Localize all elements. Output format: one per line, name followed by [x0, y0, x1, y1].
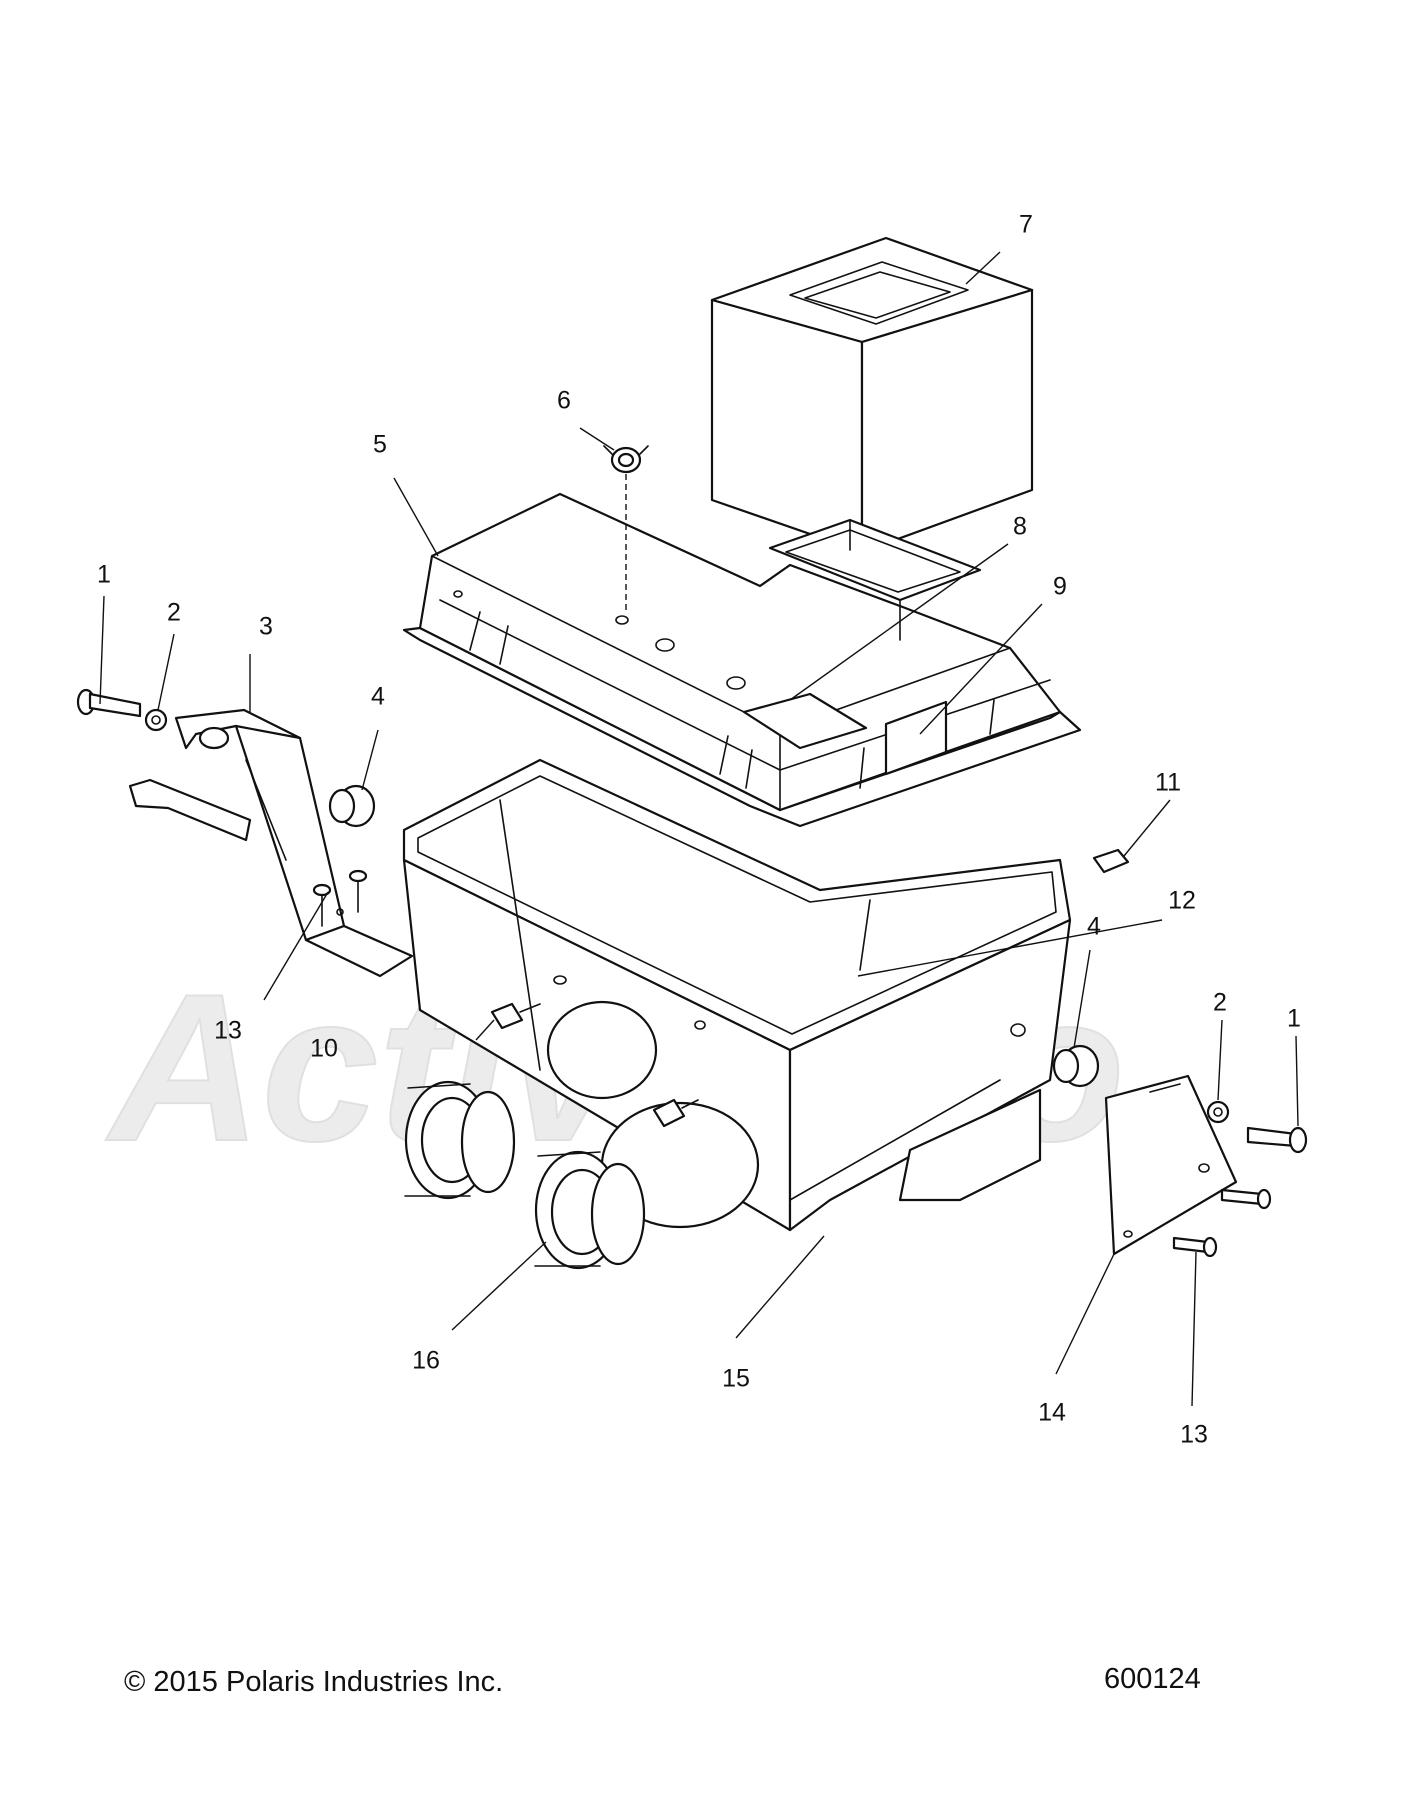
airbox-cover: [402, 492, 1082, 828]
screw-right-a: [1220, 1188, 1272, 1210]
drain-fitting-lower: [652, 1098, 699, 1128]
callout-7: 7: [1019, 211, 1033, 239]
screw-right-b: [1172, 1236, 1218, 1258]
left-mount-bracket: [128, 708, 414, 978]
bolt-right: [1246, 1126, 1308, 1154]
callout-13-left: 13: [214, 1017, 242, 1045]
drawing-number: 600124: [1104, 1663, 1201, 1695]
callout-2-left: 2: [167, 599, 181, 627]
callout-1-left: 1: [97, 561, 111, 589]
callout-14: 14: [1038, 1399, 1066, 1427]
callout-12: 12: [1168, 887, 1196, 915]
screw-left-b: [348, 869, 368, 913]
callout-5: 5: [373, 431, 387, 459]
callout-2-right: 2: [1213, 989, 1227, 1017]
callout-4-left: 4: [371, 683, 385, 711]
callout-10: 10: [310, 1035, 338, 1063]
air-filter-element: [710, 236, 1034, 554]
washer-left: [144, 708, 168, 732]
clip: [1092, 848, 1130, 874]
callout-4-right: 4: [1087, 913, 1101, 941]
decal-9: [884, 700, 948, 776]
airbox-base: [402, 758, 1072, 1232]
decal-8: [742, 692, 868, 750]
callout-9: 9: [1053, 573, 1067, 601]
callout-1-right: 1: [1287, 1005, 1301, 1033]
callout-15: 15: [722, 1365, 750, 1393]
callout-8: 8: [1013, 513, 1027, 541]
wing-nut: [603, 445, 649, 612]
grommet-left: [328, 784, 376, 828]
right-mount-bracket: [1104, 1074, 1238, 1256]
callout-11: 11: [1155, 769, 1181, 797]
copyright-text: © 2015 Polaris Industries Inc.: [124, 1666, 504, 1698]
boot-seal-lower: [534, 1150, 646, 1270]
screw-left-a: [312, 883, 332, 927]
boot-seal-upper: [404, 1080, 516, 1200]
callout-3: 3: [259, 613, 273, 641]
bolt-left: [76, 688, 142, 718]
callout-13-right: 13: [1180, 1421, 1208, 1449]
callout-6: 6: [557, 387, 571, 415]
drain-fitting-upper: [490, 1002, 541, 1030]
grommet-right: [1052, 1044, 1100, 1088]
callouts: 1 2 3 4 5 6 7 8 9 10 11 12 13 4 2 1 16 1…: [97, 211, 1301, 1449]
callout-16: 16: [412, 1347, 440, 1375]
leader-lines: [99, 251, 1299, 1407]
washer-right: [1206, 1100, 1230, 1124]
